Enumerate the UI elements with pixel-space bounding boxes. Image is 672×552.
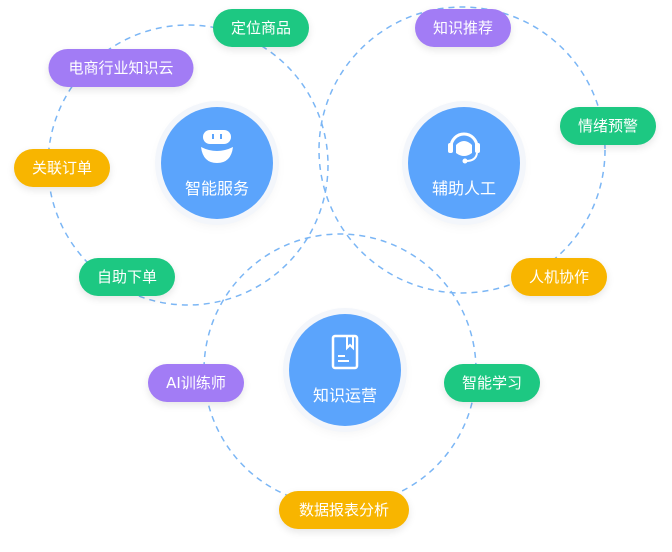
tag-locate-product[interactable]: 定位商品	[213, 9, 309, 47]
tag-related-order[interactable]: 关联订单	[14, 149, 110, 187]
tag-data-report[interactable]: 数据报表分析	[279, 491, 409, 529]
tag-ecommerce-cloud[interactable]: 电商行业知识云	[48, 49, 194, 87]
headset-agent-icon	[448, 132, 480, 164]
tag-human-machine[interactable]: 人机协作	[511, 258, 607, 296]
tag-emotion-alert[interactable]: 情绪预警	[560, 107, 656, 145]
node-assist-human[interactable]: 辅助人工	[408, 107, 520, 219]
tag-smart-learning[interactable]: 智能学习	[444, 364, 540, 402]
tag-knowledge-recommend[interactable]: 知识推荐	[415, 9, 511, 47]
tag-ai-trainer[interactable]: AI训练师	[148, 364, 244, 402]
node-label: 智能服务	[184, 179, 249, 198]
book-icon	[331, 334, 359, 370]
robot-icon	[201, 130, 233, 163]
node-label: 知识运营	[312, 386, 377, 405]
ring-assist	[318, 6, 606, 294]
tag-self-order[interactable]: 自助下单	[79, 258, 175, 296]
node-label: 辅助人工	[431, 179, 496, 198]
node-smart-service[interactable]: 智能服务	[161, 107, 273, 219]
ring-service	[47, 24, 329, 306]
node-knowledge-ops[interactable]: 知识运营	[289, 314, 401, 426]
